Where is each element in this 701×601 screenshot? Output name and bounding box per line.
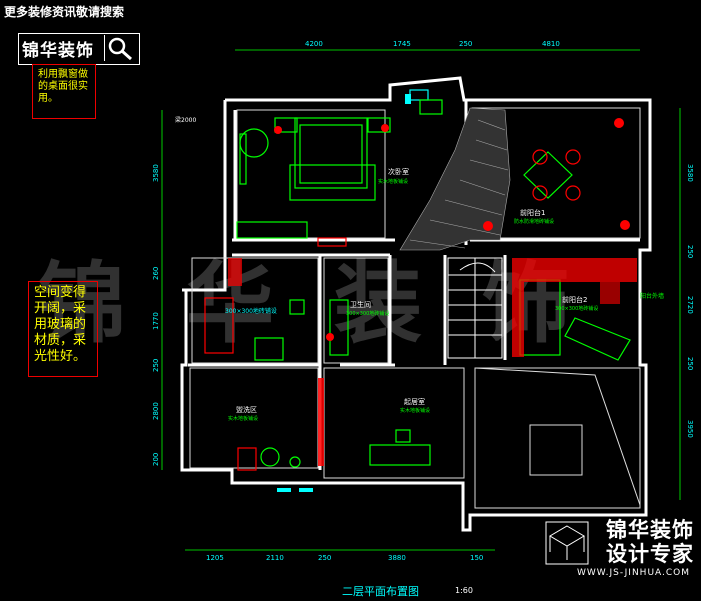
outer-walls bbox=[180, 76, 652, 532]
drawing-scale: 1:60 bbox=[455, 586, 473, 595]
svg-text:250: 250 bbox=[152, 359, 160, 372]
svg-text:3880: 3880 bbox=[388, 554, 406, 562]
svg-text:260: 260 bbox=[152, 267, 160, 280]
svg-text:2110: 2110 bbox=[266, 554, 284, 562]
logo-cube-icon bbox=[545, 521, 589, 565]
svg-text:起居室: 起居室 bbox=[404, 397, 425, 406]
logo-line2: 设计专家 bbox=[606, 542, 694, 566]
svg-text:实木地板铺设: 实木地板铺设 bbox=[400, 407, 430, 414]
svg-text:卫生间: 卫生间 bbox=[350, 300, 371, 309]
svg-text:2800: 2800 bbox=[152, 402, 160, 420]
svg-text:2720: 2720 bbox=[686, 296, 694, 314]
svg-text:4810: 4810 bbox=[542, 40, 560, 48]
svg-text:梁2000: 梁2000 bbox=[175, 116, 196, 124]
svg-text:4200: 4200 bbox=[305, 40, 323, 48]
svg-text:250: 250 bbox=[318, 554, 331, 562]
svg-text:250: 250 bbox=[459, 40, 472, 48]
svg-text:防水防滑地砖铺设: 防水防滑地砖铺设 bbox=[514, 218, 554, 225]
room-labels: 次卧室 实木地板铺设 前阳台1 防水防滑地砖铺设 卫生间 300×300地砖铺设… bbox=[228, 167, 598, 422]
drawing-title: 二层平面布置图 bbox=[342, 585, 419, 598]
logo-line1: 锦华装饰 bbox=[606, 518, 694, 542]
search-icon[interactable] bbox=[104, 35, 135, 61]
svg-text:1770: 1770 bbox=[152, 312, 160, 330]
svg-text:1745: 1745 bbox=[393, 40, 411, 48]
svg-text:阳台外墙: 阳台外墙 bbox=[640, 292, 664, 300]
svg-text:250: 250 bbox=[686, 357, 694, 370]
svg-text:3950: 3950 bbox=[686, 420, 694, 438]
logo-text: 锦华装饰 设计专家 bbox=[606, 518, 694, 566]
svg-text:实木地板铺设: 实木地板铺设 bbox=[228, 415, 258, 422]
svg-text:实木地板铺设: 实木地板铺设 bbox=[378, 178, 408, 185]
glass-note: 空间变得开阔，采用玻璃的材质，采光性好。 bbox=[28, 281, 98, 377]
dimension-labels: 4200 1745 250 4810 1205 2110 250 3880 15… bbox=[152, 40, 694, 562]
svg-text:次卧室: 次卧室 bbox=[388, 167, 409, 176]
svg-text:前阳台2: 前阳台2 bbox=[562, 295, 587, 304]
svg-text:3580: 3580 bbox=[686, 164, 694, 182]
window-desk-note: 利用飘窗做的桌面很实用。 bbox=[32, 64, 96, 119]
logo-url: WWW.JS-JINHUA.COM bbox=[577, 568, 691, 578]
svg-text:300×300地砖铺设: 300×300地砖铺设 bbox=[346, 310, 389, 317]
plants bbox=[228, 118, 637, 466]
svg-text:250: 250 bbox=[686, 245, 694, 258]
header-tagline: 更多装修资讯敬请搜索 bbox=[4, 5, 125, 19]
svg-text:前阳台1: 前阳台1 bbox=[520, 208, 545, 217]
svg-text:200: 200 bbox=[152, 453, 160, 466]
brand-name: 锦华装饰 bbox=[22, 41, 94, 61]
svg-text:1205: 1205 bbox=[206, 554, 224, 562]
svg-text:150: 150 bbox=[470, 554, 483, 562]
svg-text:盥洗区: 盥洗区 bbox=[236, 405, 257, 414]
svg-text:300×300地砖铺设: 300×300地砖铺设 bbox=[225, 307, 277, 315]
svg-text:300×300地砖铺设: 300×300地砖铺设 bbox=[555, 305, 598, 312]
svg-text:3580: 3580 bbox=[152, 164, 160, 182]
